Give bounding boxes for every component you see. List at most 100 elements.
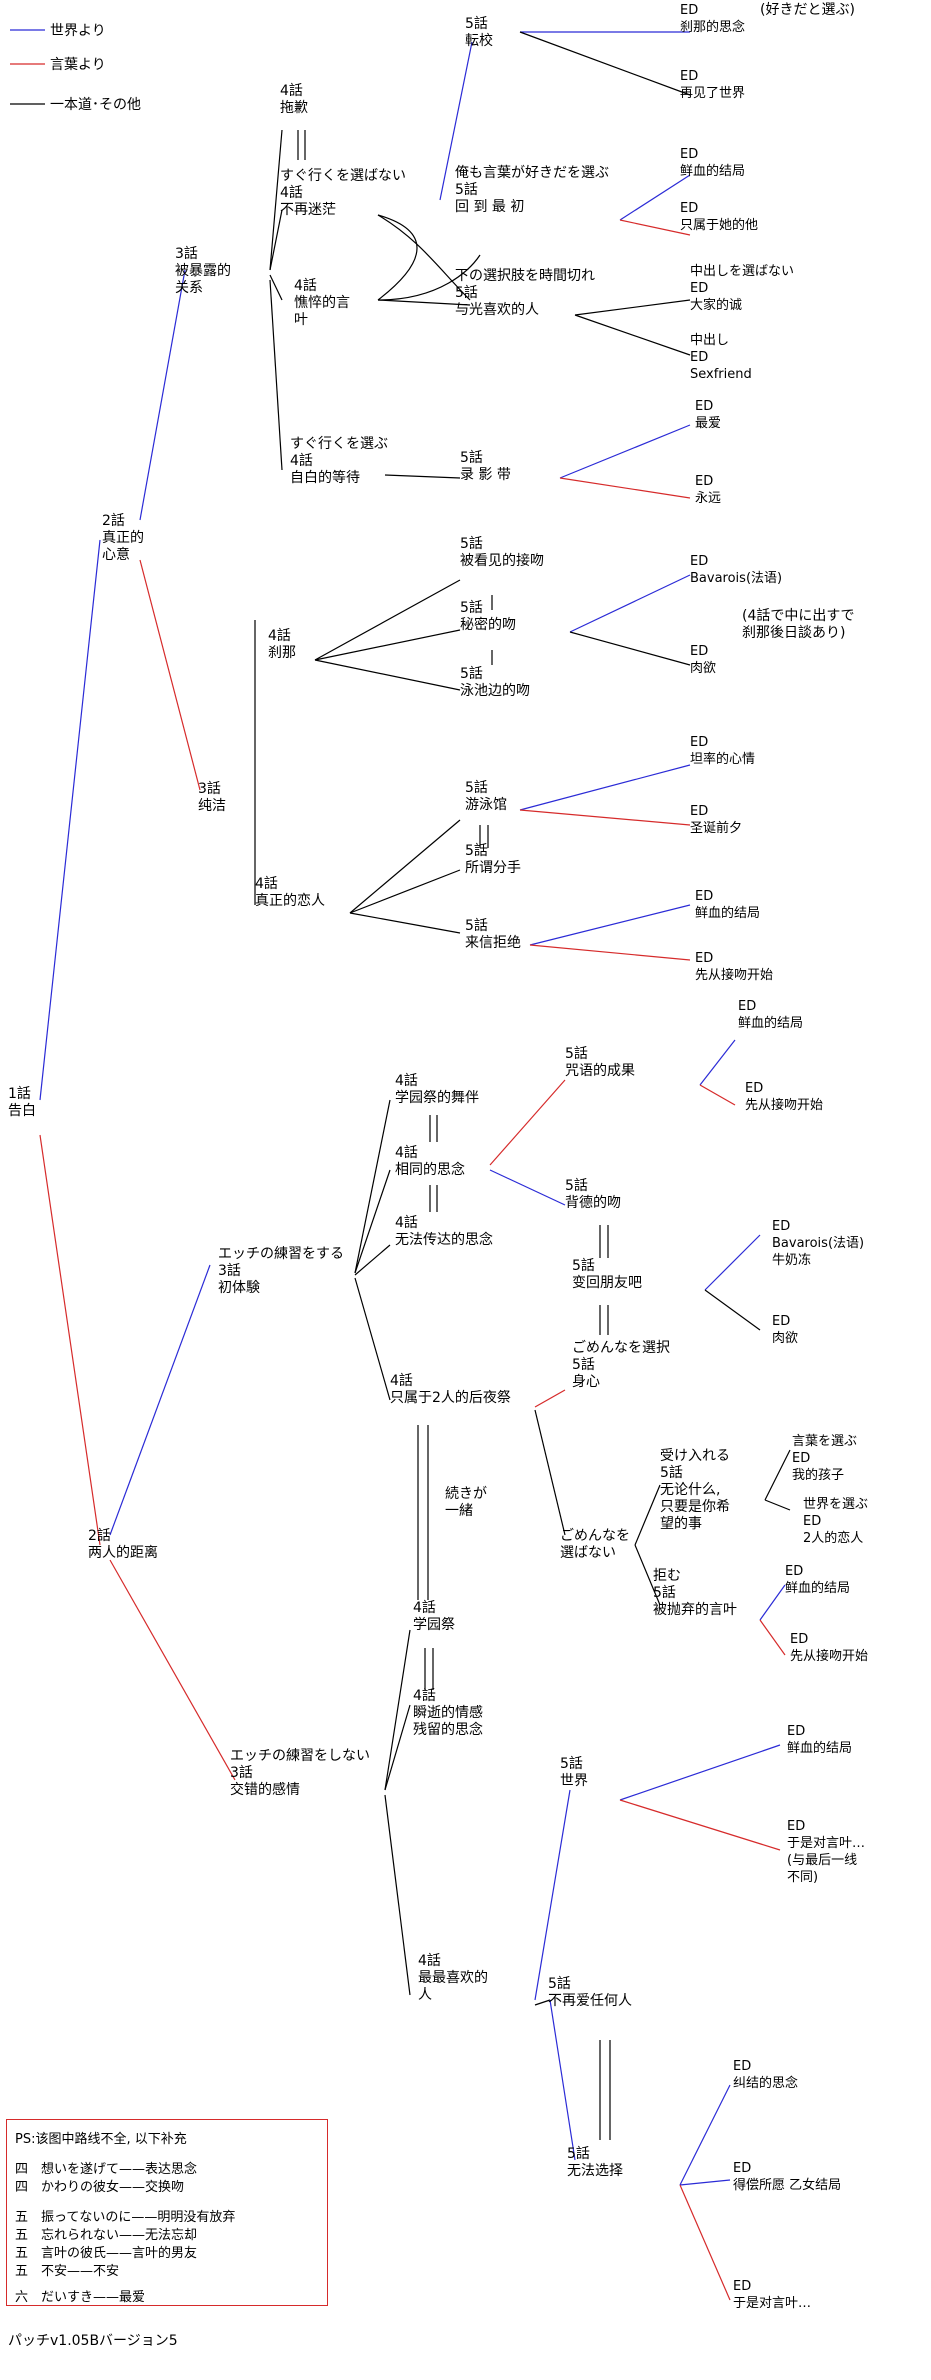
label-line: 4話 bbox=[395, 1144, 418, 1161]
label-line: 坦率的心情 bbox=[690, 751, 755, 767]
label-line: 只属于她的他 bbox=[680, 217, 758, 233]
label-line: 身心 bbox=[572, 1374, 600, 1390]
episode-node: 4話最最喜欢的人 bbox=[418, 1952, 488, 2003]
annotation-label: 続きが一緒 bbox=[445, 1485, 487, 1519]
label-line: すぐ行くを選ぶ bbox=[290, 436, 388, 452]
label-line: 4話 bbox=[255, 875, 278, 892]
label-line: 学园祭 bbox=[413, 1617, 455, 1633]
label-line: 5話 bbox=[565, 1045, 588, 1062]
episode-node: 4話学园祭 bbox=[413, 1599, 455, 1633]
label-line: ED bbox=[680, 3, 698, 18]
label-line: 憔悴的言 bbox=[294, 295, 350, 311]
label-line: 刹那 bbox=[268, 645, 296, 661]
label-line: 4話 bbox=[390, 1372, 413, 1389]
episode-node: 5話游泳馆 bbox=[465, 779, 507, 813]
label-line: ED bbox=[790, 1632, 808, 1647]
label-line: 4話 bbox=[280, 82, 303, 99]
note-line: 四 想いを遂げて——表达思念 bbox=[15, 2162, 198, 2177]
episode-node: 1話告白 bbox=[8, 1085, 36, 1119]
label-line: ED bbox=[690, 281, 708, 296]
label-line: 录 影 带 bbox=[460, 467, 511, 483]
label-line: 4話 bbox=[413, 1687, 436, 1704]
episode-node: 4話相同的思念 bbox=[395, 1144, 465, 1178]
episode-node: 4話瞬逝的情感残留的思念 bbox=[413, 1687, 483, 1738]
label-line: 2話 bbox=[102, 512, 125, 529]
label-line: 大家的诚 bbox=[690, 297, 742, 313]
label-line: 告白 bbox=[8, 1103, 36, 1119]
label-line: 4話 bbox=[268, 627, 291, 644]
label-line: 真正的 bbox=[102, 530, 144, 546]
label-line: 秘密的吻 bbox=[460, 616, 516, 633]
label-line: 3話 bbox=[218, 1262, 241, 1279]
episode-node: 3話被暴露的关系 bbox=[175, 245, 231, 296]
note-line: 六 だいすき——最爱 bbox=[15, 2290, 146, 2305]
label-line: 牛奶冻 bbox=[772, 1252, 811, 1268]
episode-node: 4話憔悴的言叶 bbox=[294, 277, 350, 328]
label-line: エッチの練習をしない bbox=[230, 1748, 370, 1764]
label-line: 不同) bbox=[787, 1870, 818, 1885]
label-line: 受け入れる bbox=[660, 1448, 730, 1464]
episode-node: 5話転校 bbox=[465, 15, 493, 49]
label-line: 于是对言叶… bbox=[733, 2296, 811, 2311]
label-line: 得偿所愿 乙女结局 bbox=[733, 2177, 841, 2193]
label-line: 初体験 bbox=[218, 1279, 260, 1296]
label-line: 2人的恋人 bbox=[803, 1530, 863, 1546]
label-line: 5話 bbox=[460, 665, 483, 682]
annotation-label: (好きだと選ぶ) bbox=[760, 2, 855, 18]
label-line: 4話 bbox=[418, 1952, 441, 1969]
label-line: ED bbox=[680, 201, 698, 216]
label-line: 4話 bbox=[290, 452, 313, 469]
label-line: 5話 bbox=[460, 535, 483, 552]
label-line: 鲜血的结局 bbox=[695, 905, 760, 921]
label-line: 交错的感情 bbox=[230, 1781, 300, 1798]
label-line: 我的孩子 bbox=[792, 1467, 844, 1483]
label-line: 瞬逝的情感 bbox=[413, 1704, 483, 1721]
label-line: 下の選択肢を時間切れ bbox=[455, 268, 595, 284]
label-line: ED bbox=[690, 350, 708, 365]
label-line: 泳池边的吻 bbox=[460, 683, 530, 699]
label-line: Bavarois(法语) bbox=[690, 571, 782, 586]
label-line: 5話 bbox=[572, 1356, 595, 1373]
label-line: (与最后一线 bbox=[787, 1853, 857, 1868]
label-line: 肉欲 bbox=[690, 660, 716, 676]
label-line: 4話 bbox=[280, 184, 303, 201]
label-line: ED bbox=[690, 804, 708, 819]
label-line: 5話 bbox=[460, 599, 483, 616]
label-line: 只属于2人的后夜祭 bbox=[390, 1390, 511, 1406]
label-line: 5話 bbox=[455, 284, 478, 301]
label-line: ED bbox=[772, 1219, 790, 1234]
label-line: ED bbox=[695, 889, 713, 904]
episode-node: 5話秘密的吻 bbox=[460, 599, 516, 633]
label-line: ED bbox=[680, 147, 698, 162]
label-line: 4話 bbox=[395, 1072, 418, 1089]
label-line: 无法选择 bbox=[567, 2163, 623, 2179]
label-line: 5話 bbox=[465, 779, 488, 796]
label-line: 心意 bbox=[102, 546, 130, 563]
note-title: PS:该图中路线不全, 以下补充 bbox=[15, 2132, 187, 2147]
label-line: 与光喜欢的人 bbox=[455, 302, 539, 318]
label-line: ED bbox=[690, 554, 708, 569]
label-line: 5話 bbox=[572, 1257, 595, 1274]
label-line: 4話 bbox=[413, 1599, 436, 1616]
label-line: 言葉を選ぶ bbox=[792, 1434, 857, 1449]
label-line: ED bbox=[738, 999, 756, 1014]
legend-kotonoha: 言葉より bbox=[50, 57, 106, 73]
label-line: 一緒 bbox=[445, 1503, 473, 1519]
label-line: ED bbox=[695, 474, 713, 489]
episode-node: 5話背德的吻 bbox=[565, 1177, 621, 1211]
